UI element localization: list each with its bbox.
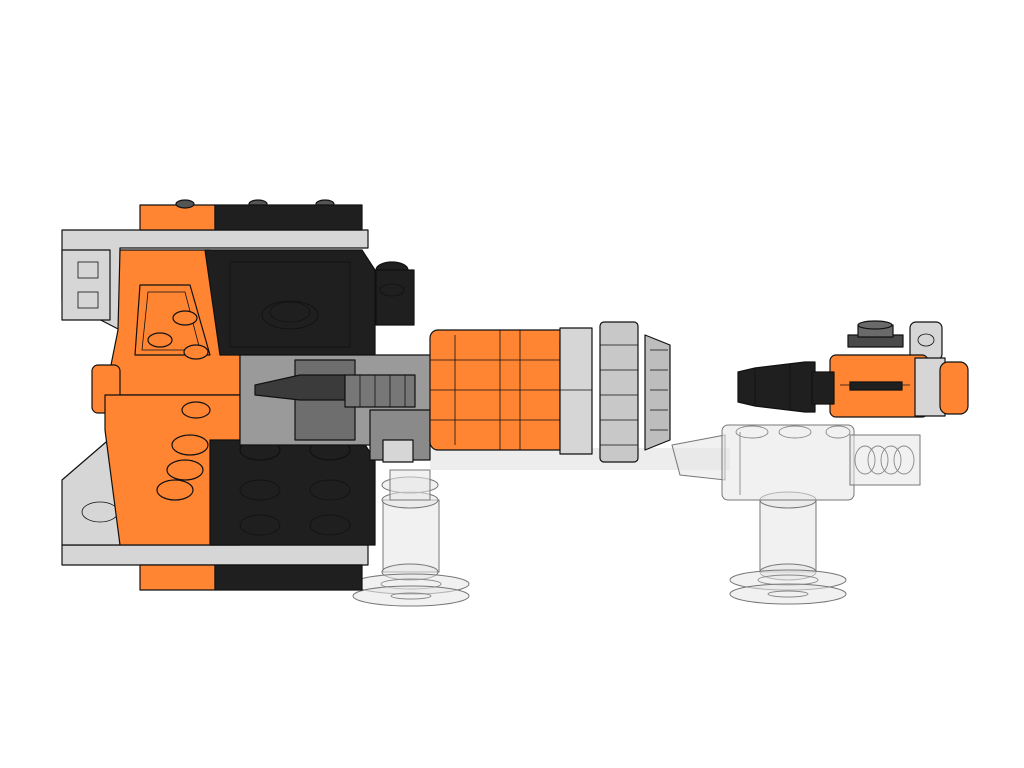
transparent-stand-right <box>729 491 847 605</box>
rear-pod <box>671 424 921 501</box>
transparent-stand-left <box>352 469 470 607</box>
transparent-beam <box>430 448 730 470</box>
engine <box>429 321 671 463</box>
cannon <box>737 320 969 418</box>
left-wing-assembly <box>61 199 376 591</box>
central-connector <box>239 261 436 463</box>
